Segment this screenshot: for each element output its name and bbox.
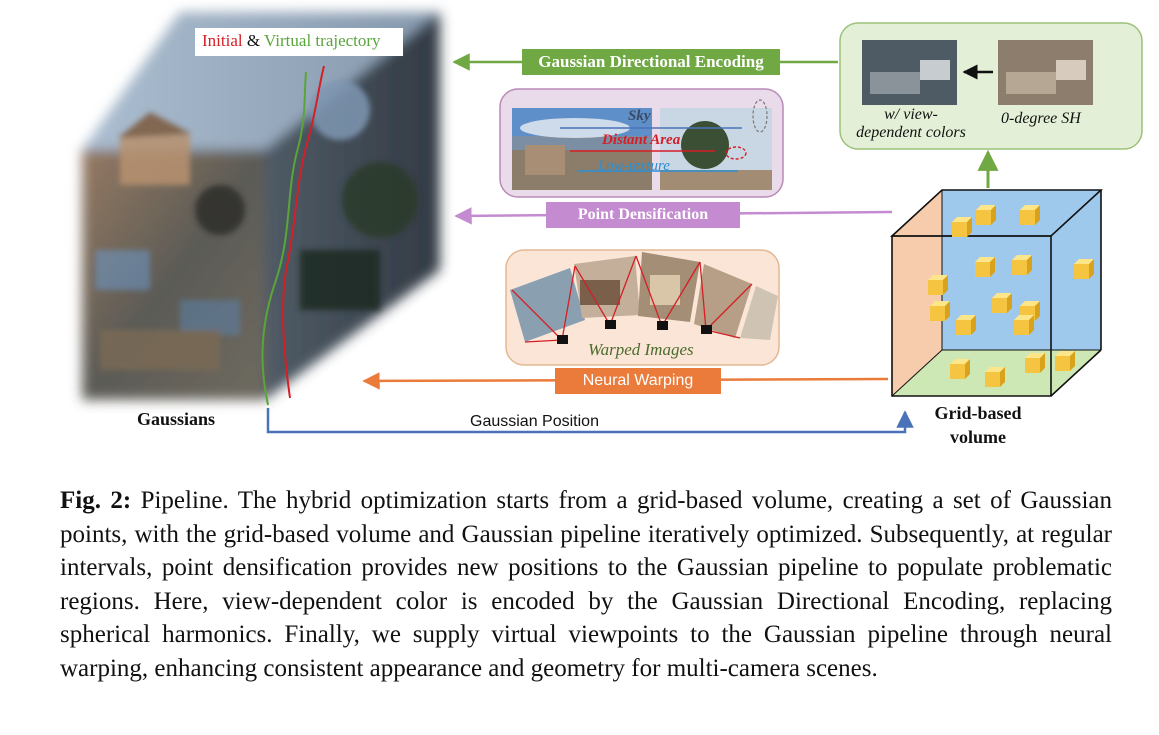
point-densification-tag: Point Densification [546,202,740,228]
view-dependent-label-line2: dependent colors [846,124,976,142]
gaussian-position-label: Gaussian Position [470,413,599,431]
caption-text: Pipeline. The hybrid optimization starts… [60,487,1112,682]
voxel [928,275,948,295]
voxel [956,315,976,335]
voxel [950,359,970,379]
voxel [1025,353,1045,373]
directional-encoding-tag: Gaussian Directional Encoding [522,49,780,75]
voxel [1055,351,1075,371]
sky-label: Sky [628,108,651,125]
neural-warping-tag: Neural Warping [555,368,721,394]
gaussians-cube [82,12,440,405]
legend-amp: & [247,31,260,50]
grid-volume-label: Grid-based volume [918,401,1038,449]
voxel [1074,259,1094,279]
voxel [1012,255,1032,275]
grid-volume-label-line1: Grid-based [918,401,1038,425]
legend-virtual: Virtual trajectory [264,31,381,50]
figure-caption: Fig. 2: Pipeline. The hybrid optimizatio… [60,484,1112,686]
trajectory-legend: Initial & Virtual trajectory [202,31,381,51]
view-dependent-label-line1: w/ view- [846,106,976,124]
voxel [1020,205,1040,225]
zero-degree-sh-label: 0-degree SH [1001,110,1081,128]
voxel [992,293,1012,313]
voxel [975,257,995,277]
gaussians-label: Gaussians [137,409,215,430]
voxel [1014,315,1034,335]
warped-images-label: Warped Images [588,340,694,360]
voxel [952,217,972,237]
voxel [985,367,1005,387]
caption-label: Fig. 2: [60,487,131,514]
pipeline-figure: Initial & Virtual trajectory Gaussians G… [0,0,1159,470]
legend-initial: Initial [202,31,243,50]
distant-area-label: Distant Area [602,132,680,149]
grid-volume-label-line2: volume [918,425,1038,449]
view-dependent-label: w/ view- dependent colors [846,106,976,142]
low-texture-label: Low-texture [598,158,670,175]
voxel [930,301,950,321]
voxel [976,205,996,225]
